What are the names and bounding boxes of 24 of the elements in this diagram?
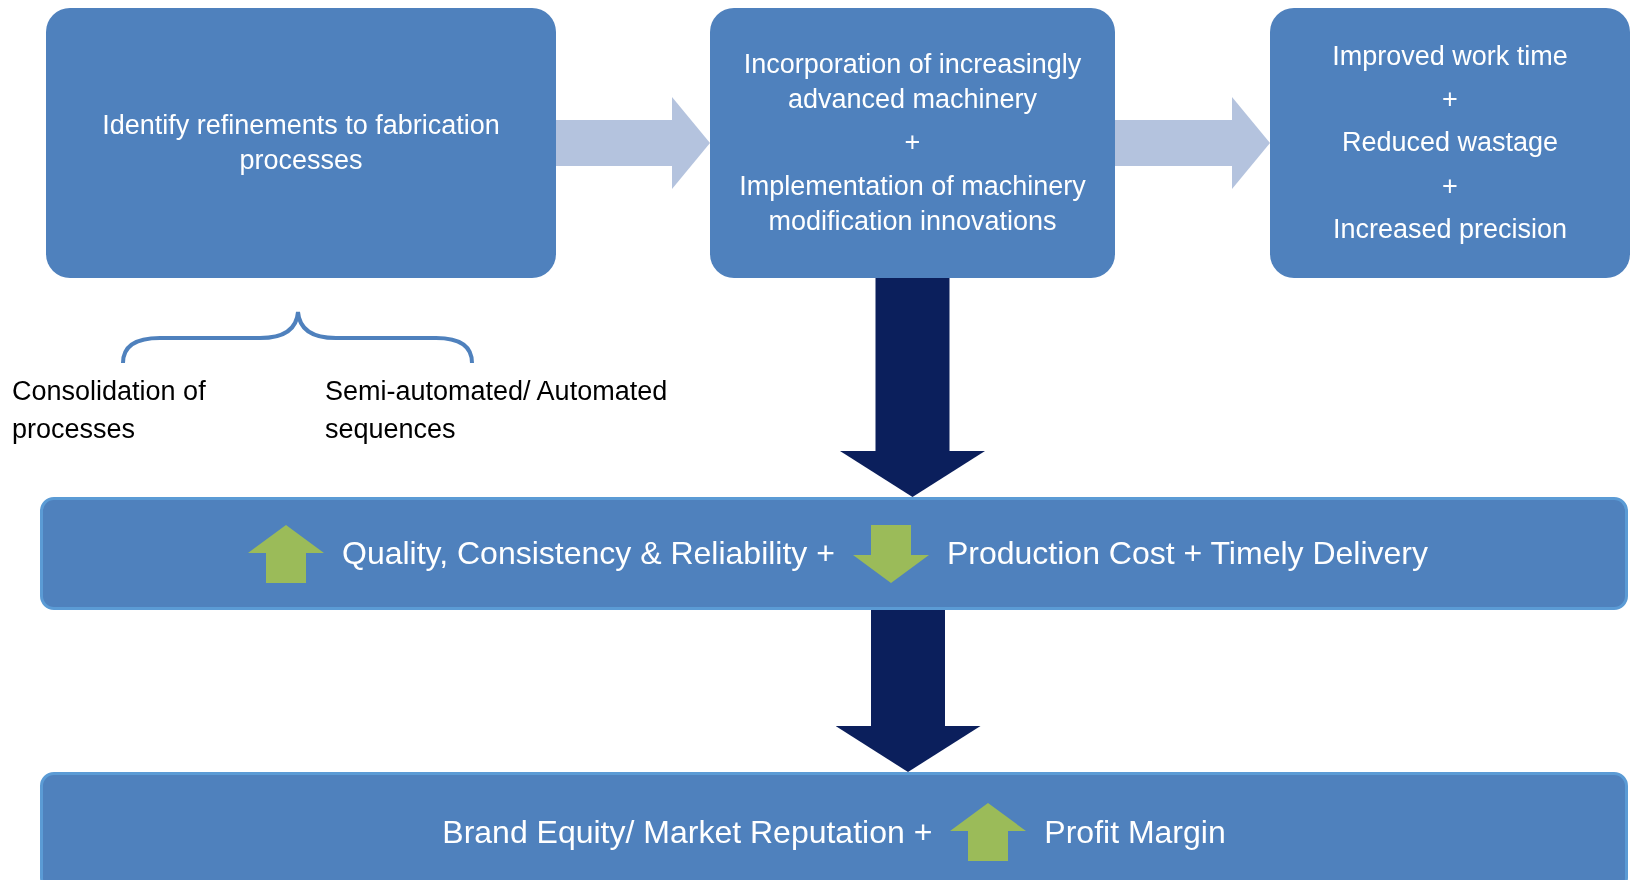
- box-text: Production Cost + Timely Delivery: [946, 535, 1428, 572]
- block-arrow: [1115, 97, 1270, 189]
- result-band: [40, 497, 1628, 610]
- brace-label: Semi-automated/ Automated sequences: [325, 375, 669, 446]
- box-text: Identify refinements to fabrication processes: [101, 108, 501, 177]
- box-text: +: [904, 126, 921, 160]
- process-box: [710, 8, 1115, 278]
- block-arrow: [840, 278, 985, 497]
- result-band: [40, 772, 1628, 880]
- process-box: [46, 8, 556, 278]
- brace-label: Consolidation of processes: [12, 375, 207, 446]
- box-text: Incorporation of increasingly advanced machinery: [742, 48, 1083, 117]
- box-text: Improved work time: [1332, 40, 1568, 74]
- box-text: Implementation of machinery modification innovations: [738, 169, 1087, 238]
- block-arrow: [835, 610, 981, 772]
- box-text: Brand Equity/ Market Reputation +: [442, 813, 933, 851]
- box-text: Increased precision: [1332, 212, 1568, 246]
- box-text: Reduced wastage: [1341, 126, 1559, 160]
- box-text: Profit Margin: [1044, 813, 1226, 851]
- box-text: Quality, Consistency & Reliability +: [342, 535, 835, 572]
- box-text: +: [1442, 169, 1458, 203]
- process-box: [1270, 8, 1630, 278]
- block-arrow: [556, 97, 710, 189]
- box-text: +: [1442, 83, 1458, 117]
